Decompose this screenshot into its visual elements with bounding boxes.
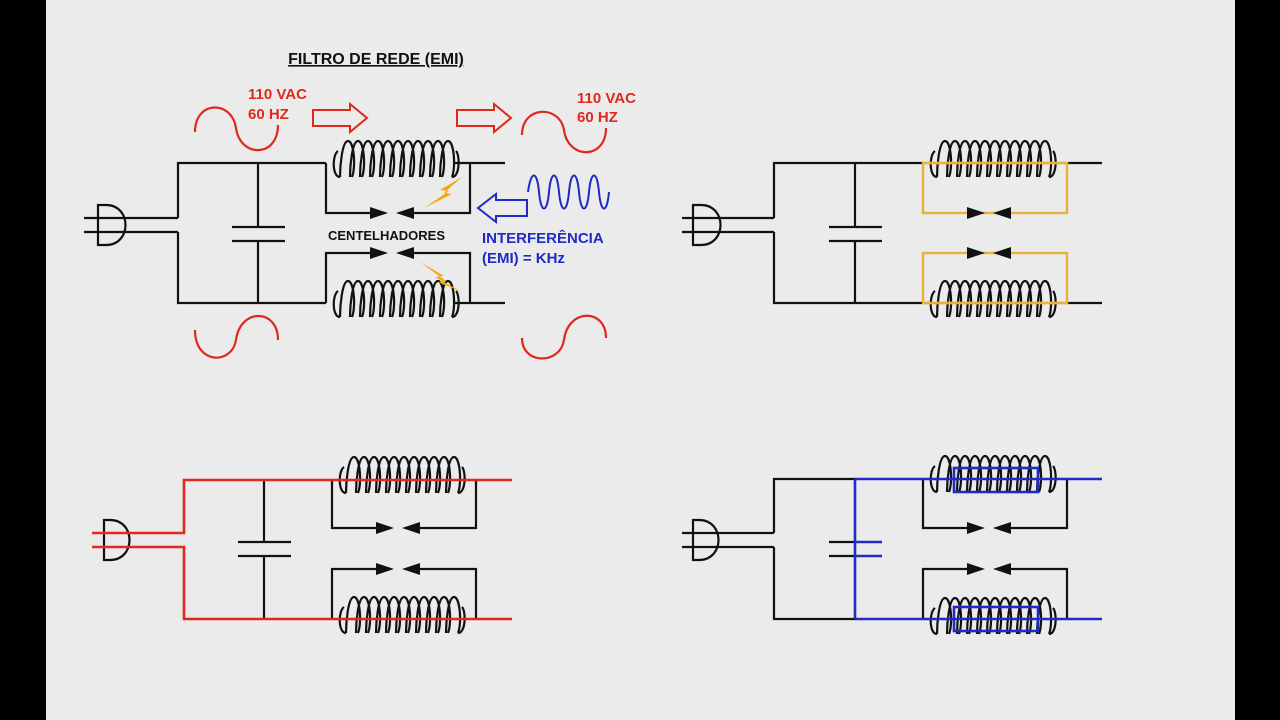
plug-icon (84, 203, 178, 247)
interference-value-label: (EMI) = KHz (482, 250, 565, 267)
sine-wave-icon (193, 315, 280, 359)
spark-gaps-label: CENTELHADORES (328, 228, 445, 243)
panel-3 (102, 455, 478, 635)
sine-wave-icon (520, 314, 608, 360)
inductor-coil-icon (332, 279, 460, 319)
red-current-path (92, 478, 512, 621)
inductor-coil-icon (929, 139, 1057, 179)
capacitor-icon (238, 480, 291, 619)
plug-icon (102, 518, 131, 562)
ac-wave-input-top (193, 106, 608, 360)
capacitor-icon (829, 163, 882, 303)
spark-gap-icon (370, 207, 414, 259)
inductor-coil-icon (332, 139, 460, 179)
sine-wave-icon (193, 106, 280, 152)
output-frequency-label: 60 HZ (577, 109, 618, 126)
panel-2 (682, 139, 1102, 319)
inductor-coil-icon (338, 455, 466, 495)
blue-current-path (853, 466, 1102, 633)
plug-icon (682, 203, 774, 247)
plug-icon (682, 518, 774, 562)
sine-wave-icon (520, 110, 608, 154)
lightning-icon (420, 177, 462, 292)
emi-wave (527, 174, 610, 210)
inductor-coil-icon (929, 279, 1057, 319)
spark-gap-icon (967, 207, 1011, 259)
panel-1 (84, 139, 505, 319)
interference-label: INTERFERÊNCIA (482, 229, 604, 247)
panel-4 (682, 454, 1069, 636)
spark-gap-icon (967, 522, 1011, 575)
output-voltage-label: 110 VAC (577, 90, 636, 107)
arrow-right-icon (312, 101, 513, 135)
diagram-title: FILTRO DE REDE (EMI) (288, 51, 464, 68)
arrow-left-icon (476, 191, 528, 225)
input-frequency-label: 60 HZ (248, 106, 289, 123)
inductor-coil-icon (338, 595, 466, 635)
spark-gap-icon (376, 522, 420, 575)
capacitor-icon (829, 540, 855, 558)
capacitor-icon (232, 163, 285, 303)
input-voltage-label: 110 VAC (248, 86, 307, 103)
